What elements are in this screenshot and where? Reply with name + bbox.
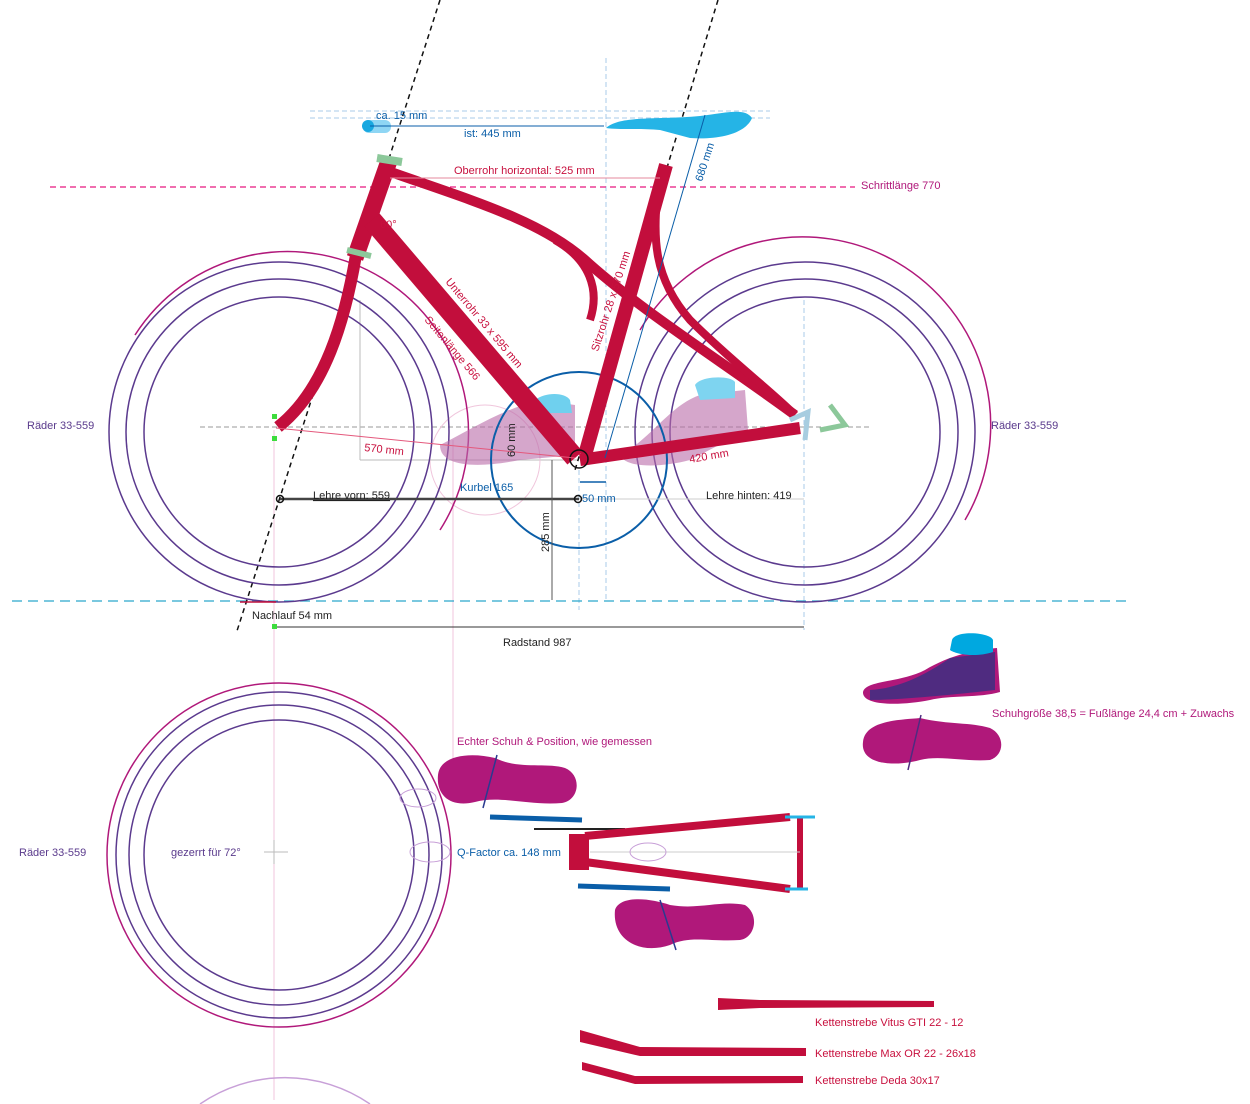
head-angle-label: 60°	[380, 219, 397, 231]
top-tube	[383, 165, 798, 420]
top-view-frame	[399, 754, 815, 951]
crank-label: Kurbel 165	[460, 482, 513, 494]
gauge-front-label: Lehre vorn: 559	[313, 490, 390, 502]
bar-reach-label: ca. 15 mm	[376, 110, 427, 122]
rear-dropout	[788, 403, 850, 441]
inseam-label: Schrittlänge 770	[861, 180, 941, 192]
gauge-rear-label: Lehre hinten: 419	[706, 490, 792, 502]
dimension-lines	[240, 114, 804, 629]
shoe-size-label: Schuhgröße 38,5 = Fußlänge 24,4 cm + Zuw…	[992, 708, 1235, 720]
labels: ca. 15 mm ist: 445 mm Oberrohr horizonta…	[19, 110, 1235, 1087]
fork	[274, 253, 362, 432]
top-view-wheel	[106, 682, 452, 1104]
chainstay-samples	[580, 998, 934, 1084]
setback-label: 50 mm	[582, 493, 616, 505]
bb-height-label: 285 mm	[540, 512, 552, 552]
q-factor-label: Q-Factor ca. 148 mm	[457, 847, 561, 859]
top-tube-label: Oberrohr horizontal: 525 mm	[454, 165, 595, 177]
chainstay-vitus-label: Kettenstrebe Vitus GTI 22 - 12	[815, 1017, 963, 1029]
seat-tube	[578, 163, 673, 457]
chainstay-max-label: Kettenstrebe Max OR 22 - 26x18	[815, 1048, 976, 1060]
wheelbase-label: Radstand 987	[503, 637, 572, 649]
foot-distance-label: 570 mm	[364, 442, 405, 458]
bottom-bracket	[569, 449, 589, 469]
chainstay-deda-label: Kettenstrebe Deda 30x17	[815, 1075, 940, 1087]
rear-wheel	[634, 236, 992, 603]
stretched-label: gezerrt für 72°	[171, 847, 241, 859]
bb-drop-label: 60 mm	[506, 423, 518, 457]
wheels-bottom-label: Räder 33-559	[19, 847, 86, 859]
foot-illustration	[862, 633, 1002, 771]
head-tube	[346, 155, 399, 261]
wheels-rear-label: Räder 33-559	[991, 420, 1058, 432]
saddle-height-label: 680 mm	[693, 141, 717, 183]
seat-stay-2	[552, 236, 598, 322]
chainstay	[579, 422, 801, 466]
real-shoe-label: Echter Schuh & Position, wie gemessen	[457, 736, 652, 748]
saddle	[606, 111, 752, 139]
bike-frame	[274, 154, 801, 466]
reach-label: ist: 445 mm	[464, 128, 521, 140]
crank-circle	[490, 371, 668, 549]
down-tube	[364, 213, 583, 465]
wheels-front-label: Räder 33-559	[27, 420, 94, 432]
trail-label: Nachlauf 54 mm	[252, 610, 332, 622]
